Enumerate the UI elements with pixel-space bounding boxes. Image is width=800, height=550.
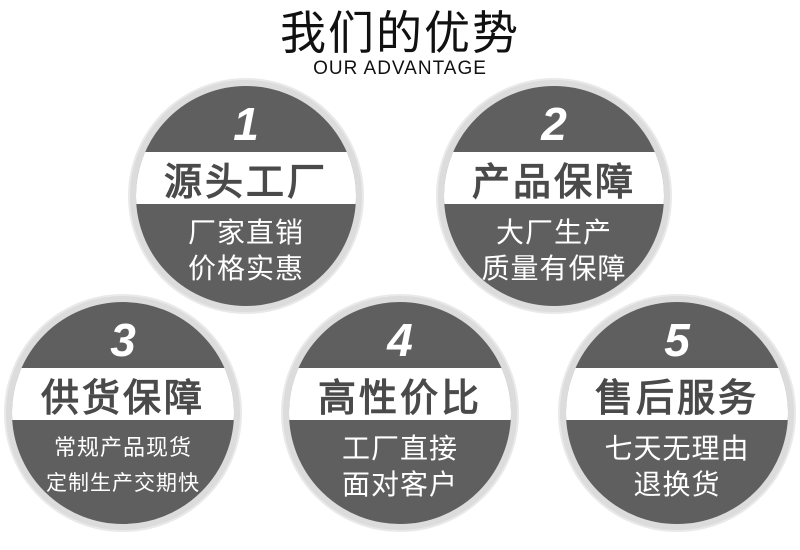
header: 我们的优势 OUR ADVANTAGE bbox=[0, 6, 800, 80]
advantage-number: 2 bbox=[541, 98, 567, 150]
page-subtitle: OUR ADVANTAGE bbox=[313, 58, 487, 79]
advantage-band: 产品保障 bbox=[444, 152, 664, 204]
advantage-circle-4: 4 高性价比 工厂直接 面对客户 bbox=[283, 296, 517, 530]
advantage-line: 退换货 bbox=[633, 468, 721, 501]
advantage-circle-3: 3 供货保障 常规产品现货 定制生产交期快 bbox=[6, 296, 240, 530]
advantage-line: 大厂生产 bbox=[495, 216, 612, 249]
advantage-line: 工厂直接 bbox=[341, 432, 458, 465]
advantage-band: 供货保障 bbox=[12, 368, 234, 420]
advantage-number: 5 bbox=[664, 314, 690, 366]
advantage-line: 质量有保障 bbox=[481, 252, 627, 285]
advantage-circle-1: 1 源头工厂 厂家直销 价格实惠 bbox=[130, 80, 362, 312]
advantage-heading: 高性价比 bbox=[317, 375, 482, 420]
page-title: 我们的优势 bbox=[280, 6, 520, 60]
advantage-number: 1 bbox=[233, 98, 259, 150]
advantage-line: 七天无理由 bbox=[604, 432, 750, 465]
advantage-heading: 供货保障 bbox=[40, 375, 205, 420]
advantage-line: 面对客户 bbox=[341, 468, 458, 501]
advantage-circle-5: 5 售后服务 七天无理由 退换货 bbox=[560, 296, 794, 530]
advantage-heading: 产品保障 bbox=[471, 159, 636, 204]
advantage-line: 厂家直销 bbox=[187, 216, 304, 249]
advantage-heading: 源头工厂 bbox=[163, 159, 328, 204]
advantage-number: 3 bbox=[110, 314, 136, 366]
advantage-line: 常规产品现货 bbox=[53, 436, 192, 461]
advantage-line: 价格实惠 bbox=[187, 252, 304, 285]
advantage-number: 4 bbox=[387, 314, 413, 366]
advantage-band: 源头工厂 bbox=[136, 152, 356, 204]
advantage-band: 高性价比 bbox=[289, 368, 511, 420]
advantage-line: 定制生产交期快 bbox=[46, 471, 200, 495]
advantage-heading: 售后服务 bbox=[594, 375, 759, 420]
advantage-circle-2: 2 产品保障 大厂生产 质量有保障 bbox=[438, 80, 670, 312]
advantage-band: 售后服务 bbox=[566, 368, 788, 420]
